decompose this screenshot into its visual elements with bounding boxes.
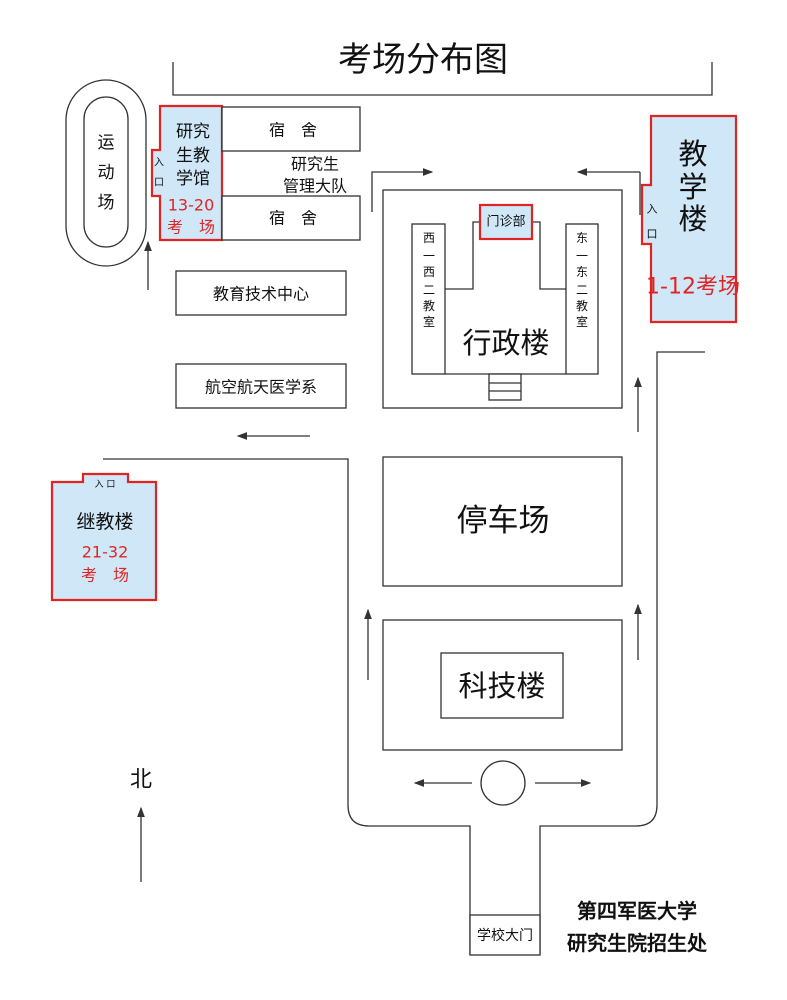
svg-text:运: 运 [98,133,115,153]
svg-text:室: 室 [576,314,588,329]
arrow-right [371,168,434,212]
science-building: 科技楼 [382,619,623,751]
continuing-edu-building[interactable]: 入 口 继教楼 21-32 考 场 [50,472,158,602]
school-gate[interactable]: 学校大门 [469,914,541,956]
svg-text:东: 东 [576,231,588,245]
parking-lot: 停车场 [382,456,623,587]
svg-text:西: 西 [423,265,435,279]
dorm-1: 宿 舍 [221,106,361,152]
roundabout [480,760,526,806]
north-label: 北 [130,768,152,793]
stairs [488,373,522,401]
svg-text:口: 口 [647,228,658,241]
svg-text:宿 舍: 宿 舍 [269,209,317,228]
svg-text:入 口: 入 口 [95,479,116,490]
admin-building-label: 行政楼 [462,326,549,360]
footer-line-1: 第四军医大学 [577,899,697,923]
svg-text:研究: 研究 [176,122,210,142]
svg-text:场: 场 [98,193,115,213]
svg-text:21-32: 21-32 [82,543,129,562]
svg-text:入: 入 [647,203,658,216]
west-classroom [411,223,446,375]
svg-text:考 场: 考 场 [167,218,215,237]
svg-text:学馆: 学馆 [176,169,210,189]
exam-range: 13-20 [168,196,215,215]
entrance-label: 入 [154,158,164,169]
svg-text:生教: 生教 [176,146,210,166]
svg-text:室: 室 [423,314,435,329]
svg-text:门诊部: 门诊部 [486,215,525,230]
road-left [103,458,471,955]
footer-line-2: 研究生院招生处 [567,931,708,955]
svg-text:考 场: 考 场 [81,566,129,585]
sports-field: 运 动 场 [65,79,147,267]
title-bracket [172,62,713,96]
east-classroom [565,223,599,375]
svg-text:停车场: 停车场 [457,503,550,539]
svg-text:二: 二 [576,283,588,297]
svg-text:教: 教 [678,137,707,171]
edu-tech-center: 教育技术中心 [175,270,347,316]
svg-text:科技楼: 科技楼 [458,669,545,703]
svg-text:教: 教 [576,298,588,313]
clinic[interactable]: 门诊部 [478,203,534,241]
grad-admin-team: 研究生 [291,155,339,174]
svg-text:继教楼: 继教楼 [76,511,133,533]
svg-text:东: 东 [576,265,588,279]
svg-text:学: 学 [678,170,707,204]
teaching-building[interactable]: 教 学 楼 入 口 1-12考场 [640,114,740,324]
svg-text:一: 一 [576,249,588,263]
svg-text:西: 西 [423,231,435,245]
svg-text:教育技术中心: 教育技术中心 [213,285,309,304]
aerospace-medicine-dept: 航空航天医学系 [175,363,347,409]
svg-text:动: 动 [98,163,115,183]
svg-text:教: 教 [423,298,435,313]
map-title: 考场分布图 [338,40,508,80]
exam-range: 1-12考场 [646,275,740,300]
svg-text:管理大队: 管理大队 [283,177,347,196]
grad-teaching-hall[interactable]: 研究 生教 学馆 入 口 13-20 考 场 [150,104,224,242]
svg-text:学校大门: 学校大门 [477,927,533,944]
svg-text:宿 舍: 宿 舍 [269,121,317,140]
svg-text:楼: 楼 [678,202,707,236]
svg-text:航空航天医学系: 航空航天医学系 [205,378,317,397]
road-right [539,351,705,955]
dorm-2: 宿 舍 [221,195,361,241]
svg-text:二: 二 [423,283,435,297]
svg-text:一: 一 [423,249,435,263]
svg-text:口: 口 [154,178,164,189]
